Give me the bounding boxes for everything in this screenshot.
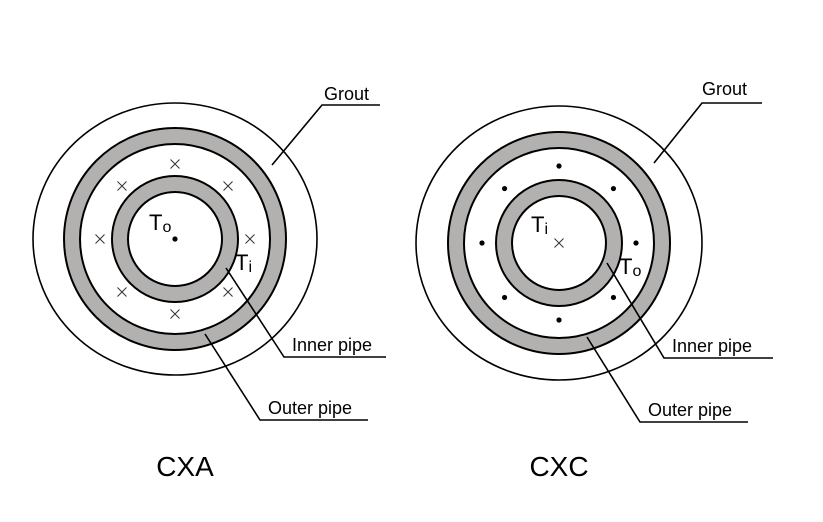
cxa-grout-label: Grout (324, 84, 369, 104)
cxa-annulus-marker-cross-icon (117, 287, 127, 297)
cxc-annulus-marker-dot-icon (501, 185, 508, 192)
cxa-annulus-marker-cross-icon (117, 181, 127, 191)
cxc-annulus-marker-dot-icon (556, 163, 562, 169)
cxc-grout-leader-line (653, 102, 762, 164)
cxa-outer-pipe-label: Outer pipe (268, 398, 352, 418)
cxa-inner-pipe-label: Inner pipe (292, 335, 372, 355)
cxa-annulus-marker-cross-icon (223, 287, 233, 297)
cxc-annulus-marker-dot-icon (556, 317, 562, 323)
cxa-outer-pipe-inner-edge (79, 143, 271, 335)
cxc-wall-temperature-label: To (619, 254, 641, 280)
cxa-inner-pipe-inner-edge (127, 191, 223, 287)
cxa-grout-leader-line (271, 104, 380, 166)
cxc-outer-pipe-label: Outer pipe (648, 400, 732, 420)
cxc-title: CXC (529, 451, 588, 482)
cxa-annulus-marker-cross-icon (170, 309, 180, 319)
cxc-inner-pipe-wall (496, 180, 622, 306)
cxa-title: CXA (156, 451, 214, 482)
cxc-annulus-marker-dot-icon (610, 185, 617, 192)
cxa-inner-pipe-wall (112, 176, 238, 302)
cxa-outer-pipe-leader-line (204, 333, 368, 421)
cxc-center-cross-icon (554, 238, 564, 248)
cxc-annulus-marker-dot-icon (479, 240, 485, 246)
cxa-center-temperature-label: To (149, 210, 171, 236)
cxc-inner-pipe-inner-edge (511, 195, 607, 291)
cxa-outer-pipe-wall (64, 128, 286, 350)
cxc-diagram: Ti To Grout Inner pipe Outer pipe CXC (415, 79, 773, 482)
cxa-outer-pipe-outer-edge (63, 127, 287, 351)
cxa-center-dot-icon (172, 236, 178, 242)
cxc-outer-pipe-wall (448, 132, 670, 354)
cxa-annulus-marker-cross-icon (223, 181, 233, 191)
cxa-center-marker (172, 236, 178, 242)
cxc-center-marker (554, 238, 564, 248)
cxc-center-temperature-label: Ti (531, 212, 548, 238)
cxc-annulus-marker-dot-icon (501, 294, 508, 301)
cxc-inner-pipe-leader-line (606, 262, 773, 359)
cxc-outer-pipe-leader-line (586, 336, 748, 423)
cxc-annulus-markers (479, 163, 639, 323)
cxa-annulus-marker-cross-icon (95, 234, 105, 244)
cxc-outer-pipe-inner-edge (463, 147, 655, 339)
cxa-annulus-marker-cross-icon (170, 159, 180, 169)
cxa-annulus-marker-cross-icon (245, 234, 255, 244)
cxc-annulus-marker-dot-icon (610, 294, 617, 301)
cxa-diagram: To Ti Grout Inner pipe Outer pipe CXA (32, 84, 386, 482)
cxa-inner-pipe-leader-line (225, 267, 386, 358)
cxa-annulus-markers (95, 159, 255, 319)
cxc-inner-pipe-label: Inner pipe (672, 336, 752, 356)
cxc-inner-pipe-outer-edge (495, 179, 623, 307)
cxc-grout-label: Grout (702, 79, 747, 99)
cxc-outer-pipe-outer-edge (447, 131, 671, 355)
cxa-wall-temperature-label: Ti (235, 250, 252, 276)
cxa-inner-pipe-outer-edge (111, 175, 239, 303)
cxc-annulus-marker-dot-icon (633, 240, 639, 246)
